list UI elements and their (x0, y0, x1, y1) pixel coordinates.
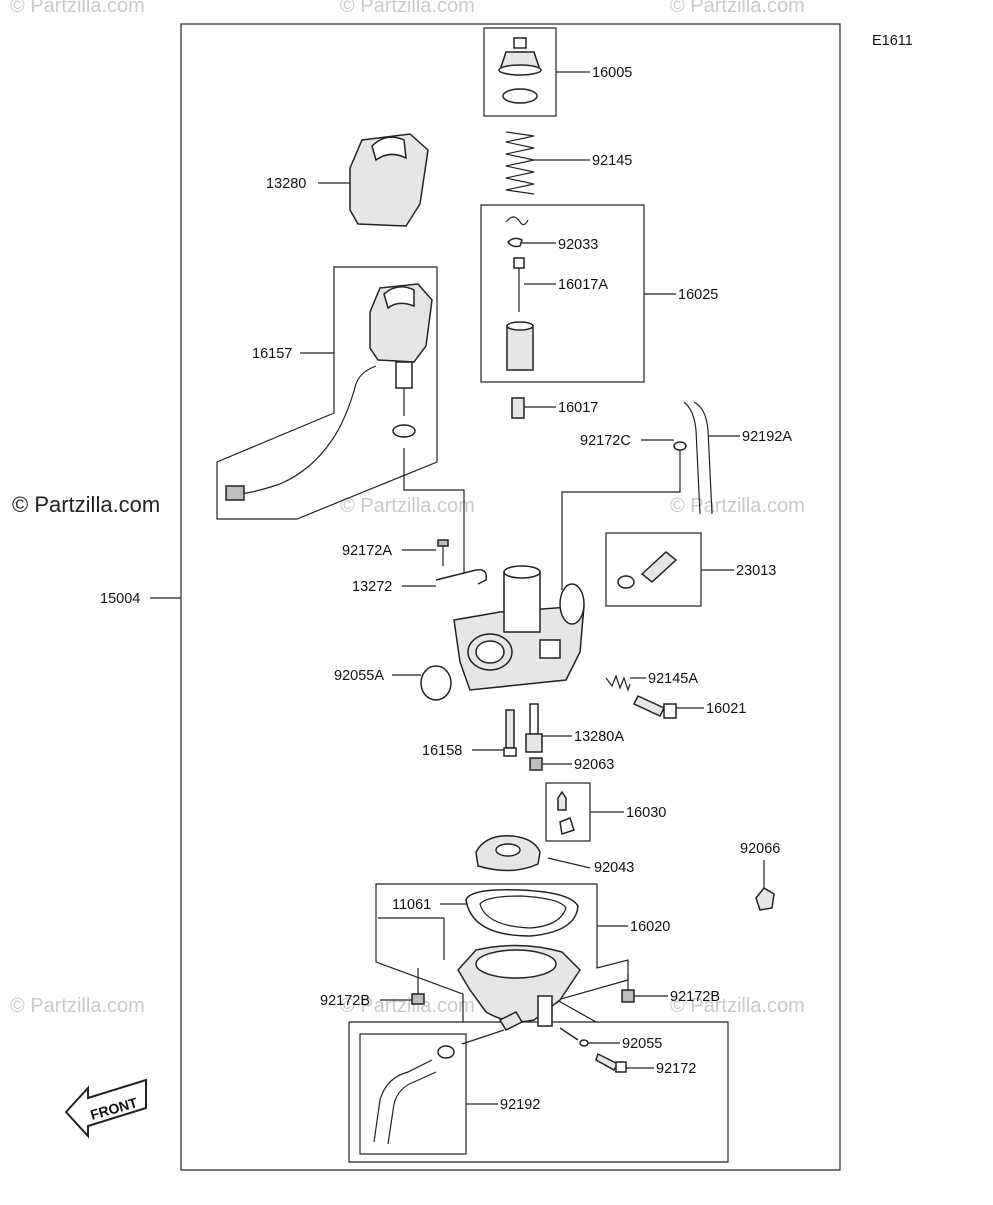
o-ring-icon (392, 424, 416, 438)
watermark: © Partzilla.com (340, 995, 475, 1017)
label-16017A: 16017A (558, 277, 608, 293)
piston-assy-box (480, 204, 645, 383)
cap-plug-icon (755, 887, 775, 911)
auto-choke-icon (225, 283, 433, 501)
choke-cover-icon (349, 133, 429, 227)
float-valve-icon (557, 790, 567, 811)
carburetor-body-icon (453, 565, 585, 691)
main-jet-icon (529, 757, 543, 771)
float-chamber-icon (457, 944, 581, 1027)
watermark: © Partzilla.com (670, 995, 805, 1017)
vent-tube-icon (683, 401, 701, 515)
flange-o-ring-icon (420, 665, 452, 701)
label-16157: 16157 (252, 346, 292, 362)
float-pin-icon (547, 857, 591, 869)
label-15004: 15004 (100, 591, 140, 607)
carb-cap-icon (498, 37, 542, 76)
drain-hose-icon (373, 1059, 433, 1143)
pilot-screw-icon (632, 695, 677, 719)
auto-choke-box (216, 266, 438, 520)
label-92172B-right: 92172B (670, 989, 720, 1005)
e-clip-icon (507, 237, 523, 248)
label-13280A: 13280A (574, 729, 624, 745)
drain-hose-box (359, 1033, 467, 1155)
watermark: © Partzilla.com (340, 0, 475, 17)
chamber-screw-left-icon (411, 968, 425, 1005)
bracket-icon (435, 568, 488, 585)
front-arrow-icon: FRONT (64, 1078, 147, 1139)
label-92172B-left: 92172B (320, 993, 370, 1009)
label-13272: 13272 (352, 579, 392, 595)
clip-icon (505, 216, 529, 226)
hose-clamp-icon (673, 441, 687, 451)
label-13280: 13280 (266, 176, 306, 192)
label-92192A: 92192A (742, 429, 792, 445)
watermark: © Partzilla.com (670, 495, 805, 517)
label-92043: 92043 (594, 860, 634, 876)
drain-nipple-icon (498, 1011, 524, 1031)
cap-ring-icon (502, 88, 538, 104)
watermark: © Partzilla.com (10, 0, 145, 17)
diagram-code: E1611 (872, 33, 913, 49)
pilot-jet-icon (503, 709, 517, 757)
spring-icon (505, 131, 535, 195)
label-11061: 11061 (392, 897, 431, 913)
label-92145A: 92145A (648, 671, 698, 687)
label-92145: 92145 (592, 153, 632, 169)
label-23013: 23013 (736, 563, 776, 579)
label-16158: 16158 (422, 743, 462, 759)
needle-jet-icon (511, 397, 525, 419)
label-16021: 16021 (706, 701, 746, 717)
float-icon (475, 835, 541, 872)
label-92033: 92033 (558, 237, 598, 253)
label-92172C: 92172C (580, 433, 631, 449)
label-92055A: 92055A (334, 668, 384, 684)
chamber-screw-right-icon (621, 974, 635, 1003)
watermark: © Partzilla.com (670, 0, 805, 17)
label-92063: 92063 (574, 757, 614, 773)
label-16017: 16017 (558, 400, 598, 416)
label-16030: 16030 (626, 805, 666, 821)
label-92192: 92192 (500, 1097, 540, 1113)
needle-jet-holder-icon (525, 703, 543, 753)
screw-icon (437, 539, 449, 566)
gasket-icon (465, 888, 579, 937)
label-92172A: 92172A (342, 543, 392, 559)
watermark: © Partzilla.com (10, 995, 145, 1017)
valve-clip-icon (559, 817, 575, 835)
label-16025: 16025 (678, 287, 718, 303)
drain-box (348, 1021, 729, 1163)
jet-needle-icon (513, 257, 525, 312)
drain-clamp-icon (437, 1045, 455, 1059)
watermark: © Partzilla.com (340, 495, 475, 517)
label-16020: 16020 (630, 919, 670, 935)
drain-screw-icon (595, 1052, 627, 1073)
o-ring-small-icon (579, 1039, 589, 1047)
throttle-valve-icon (506, 321, 534, 371)
label-92055: 92055 (622, 1036, 662, 1052)
label-16005: 16005 (592, 65, 632, 81)
main-frame (180, 23, 841, 1171)
idle-screw-icon (617, 551, 678, 589)
small-spring-icon (605, 674, 631, 692)
watermark-bold: © Partzilla.com (12, 492, 160, 517)
label-92172: 92172 (656, 1061, 696, 1077)
label-92066: 92066 (740, 841, 780, 857)
